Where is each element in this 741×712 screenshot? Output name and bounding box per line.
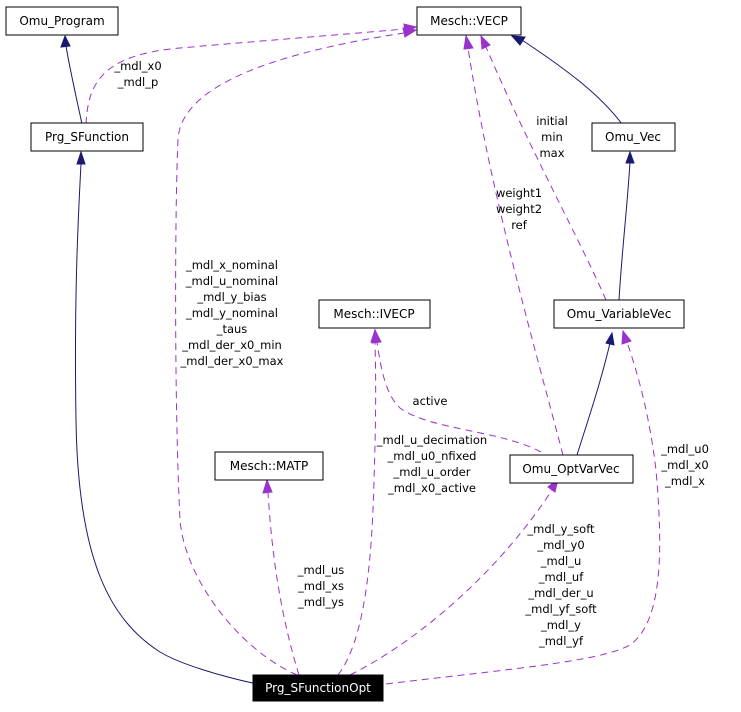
arrowhead-omu-vec (625, 150, 635, 164)
arrowhead-omu-program (60, 34, 71, 48)
edge-label-line: initial (536, 114, 568, 128)
node-label: Prg_SFunctionOpt (265, 681, 371, 695)
label-optvarvec-to-vecp: weight1 weight2 ref (496, 186, 542, 232)
node-prg-sfunctionopt[interactable]: Prg_SFunctionOpt (252, 674, 384, 702)
label-opt-to-vecp: _mdl_x_nominal _mdl_u_nominal _mdl_y_bia… (180, 258, 284, 368)
label-opt-to-optvarvec: _mdl_y_soft _mdl_y0 _mdl_u _mdl_uf _mdl_… (524, 522, 597, 648)
edge-label-line: _mdl_ys (297, 595, 344, 609)
edge-variablevec-to-omu-vec (618, 161, 631, 301)
edge-label-line: weight2 (496, 202, 542, 216)
edge-label-line: _mdl_y_nominal (185, 306, 278, 320)
node-omu-vec[interactable]: Omu_Vec (591, 122, 676, 152)
edge-label-line: _mdl_xs (297, 579, 344, 593)
arrowhead-matp (262, 478, 273, 494)
node-prg-sfunction[interactable]: Prg_SFunction (30, 122, 144, 152)
edge-label-line: _mdl_u_decimation (376, 433, 487, 447)
label-opt-to-varvec: _mdl_u0 _mdl_x0 _mdl_x (660, 442, 709, 488)
node-label: Mesch::IVECP (333, 307, 414, 321)
edge-sfunctionopt-to-variablevec (385, 341, 661, 685)
edge-sfunctionopt-to-optvarvec (349, 489, 553, 676)
arrowhead-variablevec (605, 331, 615, 346)
edge-sfunctionopt-to-prg-sfunction (74, 163, 258, 685)
edge-variablevec-to-vecp (485, 46, 607, 301)
edge-label-line: _mdl_u_nominal (185, 274, 279, 288)
node-mesch-matp[interactable]: Mesch::MATP (214, 451, 324, 481)
node-label: Mesch::MATP (230, 459, 308, 473)
edge-optvarvec-to-vecp (467, 47, 564, 456)
node-label: Omu_Vec (605, 130, 661, 144)
edge-label-line: _mdl_u0 (660, 442, 709, 456)
edge-sfunctionopt-to-matp (267, 491, 300, 676)
edge-label-line: _mdl_x (664, 474, 705, 488)
edge-label-line: _mdl_y_soft (526, 522, 595, 536)
edge-label-line: _mdl_der_x0_min (181, 338, 282, 352)
arrowhead-vecp-from-opt (402, 27, 418, 38)
edge-label-line: _mdl_yf_soft (524, 602, 597, 616)
edge-label-line: ref (511, 218, 528, 232)
node-label: Mesch::VECP (430, 14, 508, 28)
edge-label-line: _mdl_u0_nfixed (387, 449, 477, 463)
edge-label-line: _mdl_u (540, 554, 582, 568)
edge-prg-sfunction-to-vecp (85, 28, 405, 125)
edge-optvarvec-to-variablevec (576, 342, 611, 456)
node-mesch-vecp[interactable]: Mesch::VECP (416, 6, 522, 36)
label-varvec-to-vecp: initial min max (536, 114, 568, 160)
arrowhead-variablevec-from-opt (621, 329, 632, 345)
edge-label-line: _mdl_p (117, 75, 159, 89)
edge-label-line: _mdl_der_x0_max (180, 354, 284, 368)
edge-label-line: _mdl_x_nominal (185, 258, 278, 272)
arrowhead-ivecp-from-opt (370, 328, 381, 343)
arrowhead-mesch-vecp-from-vec (510, 35, 526, 46)
edge-label-line: _mdl_uf (538, 570, 584, 584)
edge-omu-vec-to-mesch-vecp (521, 39, 623, 125)
edge-label-line: active (413, 394, 448, 408)
label-optvarvec-to-ivecp: active (413, 394, 448, 408)
node-label: Omu_VariableVec (567, 307, 672, 321)
edge-label-line: _mdl_x0_active (387, 481, 476, 495)
label-opt-to-matp: _mdl_us _mdl_xs _mdl_ys (297, 563, 344, 609)
edge-label-line: _mdl_yf (538, 634, 584, 648)
edge-label-line: _mdl_us (297, 563, 344, 577)
node-label: Prg_SFunction (45, 130, 129, 144)
edge-label-line: _mdl_y (540, 618, 581, 632)
label-prg-to-vecp: _mdl_x0 _mdl_p (113, 59, 161, 89)
edge-label-line: _mdl_der_u (527, 586, 593, 600)
edge-label-line: min (541, 130, 563, 144)
node-omu-variablevec[interactable]: Omu_VariableVec (553, 299, 685, 329)
edge-sfunctionopt-to-ivecp (337, 341, 377, 676)
edge-label-line: max (539, 146, 564, 160)
node-omu-optvarvec[interactable]: Omu_OptVarVec (509, 454, 634, 484)
edge-prg-sfunction-to-omu-program (65, 45, 83, 125)
edge-label-line: _mdl_x0 (113, 59, 161, 73)
node-label: Omu_OptVarVec (522, 462, 619, 476)
label-opt-to-ivecp: _mdl_u_decimation _mdl_u0_nfixed _mdl_u_… (376, 433, 487, 495)
edge-label-line: _mdl_y_bias (196, 290, 266, 304)
node-omu-program[interactable]: Omu_Program (5, 6, 119, 36)
arrowhead-prg-sfunction (76, 150, 86, 165)
edge-optvarvec-to-ivecp (376, 341, 542, 453)
node-mesch-ivecp[interactable]: Mesch::IVECP (318, 299, 431, 329)
arrowhead-vecp-from-optvarvec (463, 34, 474, 50)
edge-label-line: _mdl_x0 (660, 458, 708, 472)
node-label: Omu_Program (19, 14, 104, 28)
edge-sfunctionopt-to-vecp (175, 32, 405, 676)
edge-label-line: _taus (216, 322, 248, 336)
edge-label-line: _mdl_y0 (536, 538, 584, 552)
arrowhead-vecp-from-variablevec (480, 34, 491, 50)
edge-label-line: weight1 (496, 186, 542, 200)
edge-label-line: _mdl_u_order (393, 465, 471, 479)
